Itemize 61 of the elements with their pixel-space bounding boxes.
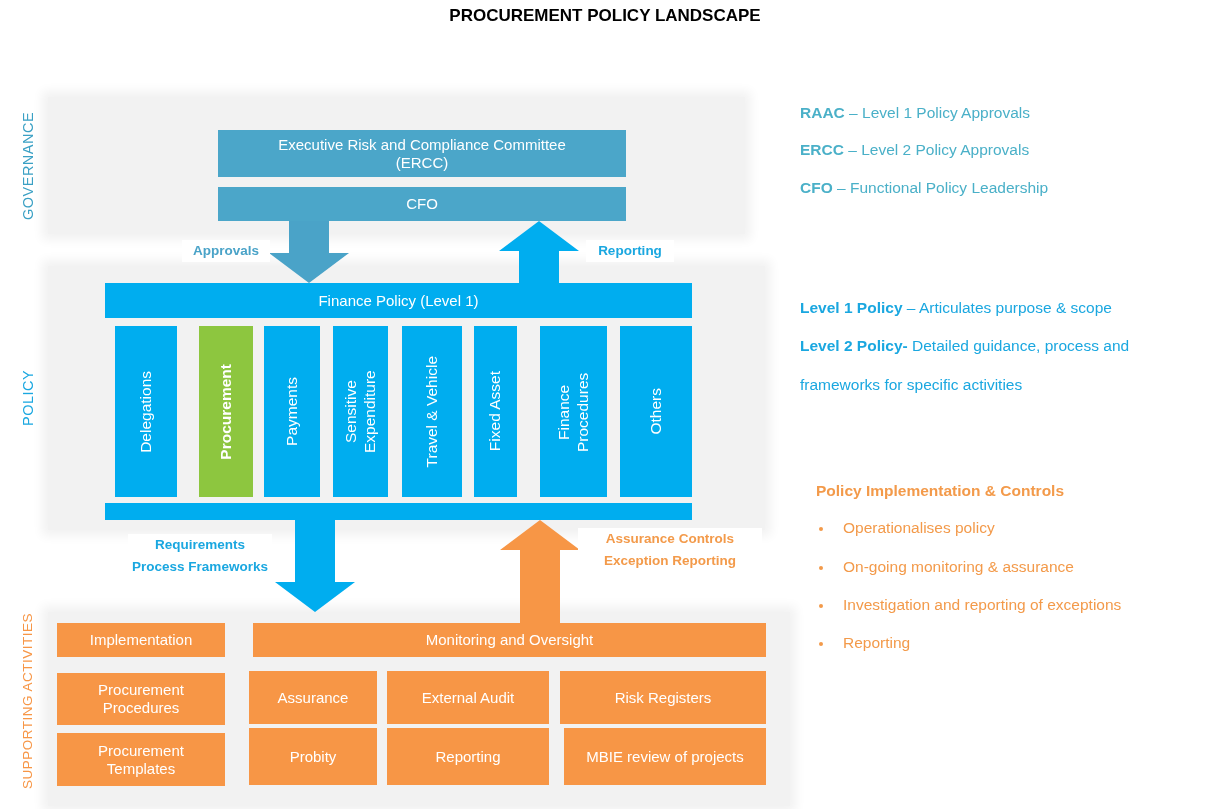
box-label: Implementation (88, 631, 194, 649)
box-label: Assurance (276, 688, 350, 707)
box-label: Procurement Procedures (97, 681, 185, 717)
section-heading: POLICY (20, 368, 37, 429)
activity-box (564, 728, 766, 785)
section-heading: Policy Implementation & Controls (816, 482, 1065, 500)
activity-box (57, 623, 225, 657)
note-text: RAAC – Level 1 Policy Approvals (800, 104, 1031, 122)
title: PROCUREMENT POLICY LANDSCAPE (448, 6, 762, 26)
activity-box (249, 728, 377, 785)
section-heading: GOVERNANCE (20, 110, 37, 222)
box-label: Sensitive Expenditure (341, 369, 379, 455)
note-text: CFO – Functional Policy Leadership (800, 179, 1049, 197)
activity-box (387, 728, 549, 785)
policy-box (105, 283, 692, 318)
bullet-text: Operationalises policy (843, 519, 995, 537)
box-label: Risk Registers (613, 688, 713, 707)
box-label: Payments (282, 377, 301, 446)
box-label: Finance Procedures (554, 370, 592, 454)
highlighted-policy-box (199, 326, 253, 497)
box-label: Monitoring and Oversight (424, 631, 595, 649)
bullet-text: Reporting (843, 634, 911, 652)
block-arrow (500, 520, 580, 623)
box-label: Procurement (216, 363, 235, 460)
policy-box (620, 326, 692, 497)
governance-box (218, 130, 626, 177)
block-arrow (499, 221, 579, 283)
note-text: ERCC – Level 2 Policy Approvals (800, 141, 1030, 159)
block-arrow (275, 520, 355, 612)
box-label: Executive Risk and Compliance Committee (ERCC) (277, 135, 567, 172)
activity-box (249, 671, 377, 724)
box-label: Reporting (434, 747, 502, 766)
governance-box (218, 187, 626, 221)
box-label: Fixed Asset (486, 371, 505, 452)
section-heading: SUPPORTING ACTIVITIES (20, 612, 36, 792)
policy-box (115, 326, 177, 497)
box-label: MBIE review of projects (585, 747, 745, 766)
box-label: External Audit (420, 688, 516, 707)
box-label: Delegations (136, 370, 155, 453)
policy-box (474, 326, 517, 497)
bar-shape (105, 503, 692, 520)
bullet-text: On-going monitoring & assurance (843, 558, 1074, 576)
activity-box (57, 673, 225, 725)
bullet-text: Investigation and reporting of exceptions (843, 596, 1122, 614)
box-label: CFO (405, 195, 439, 213)
box-label: Travel & Vehicle (422, 355, 441, 468)
activity-box (560, 671, 766, 724)
activity-box (253, 623, 766, 657)
policy-box (402, 326, 462, 497)
box-label: Finance Policy (Level 1) (318, 291, 479, 310)
activity-box (57, 733, 225, 786)
box-label: Procurement Templates (97, 741, 185, 778)
box-label: Others (646, 388, 665, 435)
note-text: Level 1 Policy – Articulates purpose & scope (800, 299, 1112, 317)
policy-box (540, 326, 607, 497)
block-arrow (269, 221, 349, 283)
note-text: Level 2 Policy- Detailed guidance, process and frameworks for specific activities (800, 336, 1131, 395)
box-label: Probity (288, 747, 338, 766)
activity-box (387, 671, 549, 724)
policy-box (264, 326, 320, 497)
policy-box (333, 326, 388, 497)
